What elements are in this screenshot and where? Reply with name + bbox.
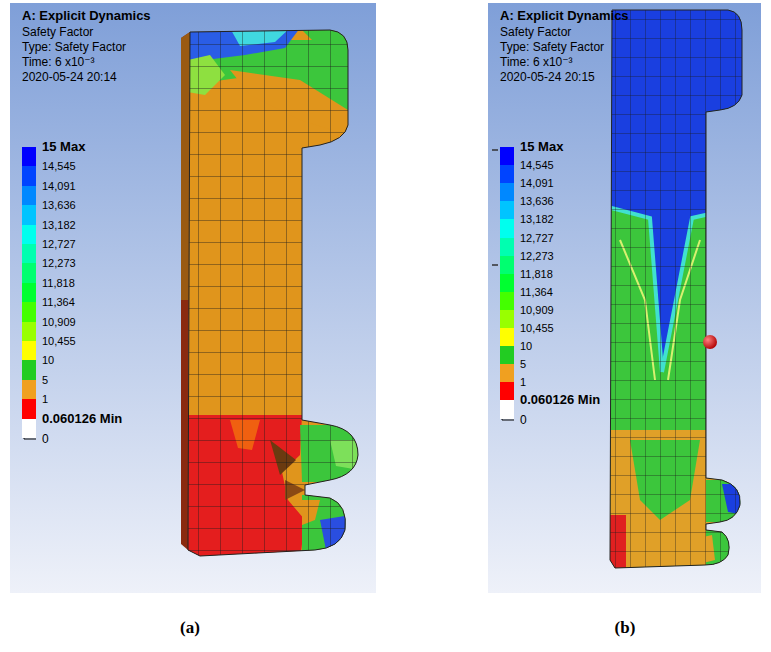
legend-swatch — [22, 147, 36, 167]
legend-value: 10,455 — [520, 320, 554, 336]
legend-swatch — [500, 183, 514, 202]
legend-value: 5 — [520, 356, 526, 372]
legend-swatch — [22, 341, 36, 361]
legend-value: 14,091 — [520, 175, 554, 191]
legend-value: 12,273 — [520, 248, 554, 264]
analysis-title: A: Explicit Dynamics — [22, 8, 151, 24]
legend-swatch — [500, 400, 514, 419]
legend-zero: 0 — [42, 431, 49, 447]
legend-value: 13,636 — [42, 197, 76, 213]
legend-value: 15 Max — [42, 139, 85, 155]
legend-value: 1 — [520, 374, 526, 390]
legend-swatch — [500, 292, 514, 311]
probe-marker — [703, 335, 717, 349]
part-outline — [610, 10, 742, 568]
legend-swatch — [500, 346, 514, 365]
legend-swatch — [22, 302, 36, 322]
legend-swatch — [22, 360, 36, 380]
legend-swatch — [500, 310, 514, 329]
legend-swatch — [500, 274, 514, 293]
legend-value: 10,455 — [42, 333, 76, 349]
legend-swatch — [500, 364, 514, 383]
header-line: Time: 6 x10⁻³ — [22, 54, 95, 70]
legend-swatch — [500, 328, 514, 347]
legend-value: 11,818 — [520, 266, 553, 282]
viewport-background — [10, 3, 376, 593]
part-b-contour — [600, 5, 750, 575]
legend-value: 11,364 — [42, 294, 75, 310]
legend-value: 13,636 — [520, 193, 554, 209]
header-line: 2020-05-24 20:14 — [22, 69, 117, 85]
legend-value: 0.060126 Min — [520, 392, 600, 408]
part-a-contour — [180, 25, 370, 565]
header-line: Safety Factor — [22, 24, 93, 40]
legend-value: 13,182 — [520, 211, 554, 227]
panel-caption: (b) — [615, 620, 636, 636]
legend-swatch — [500, 147, 514, 166]
legend-swatch — [22, 225, 36, 245]
legend-value: 10,909 — [520, 302, 554, 318]
legend-value: 11,364 — [520, 284, 553, 300]
legend-tick — [492, 150, 498, 265]
legend-swatch — [500, 382, 514, 401]
header-line: 2020-05-24 20:15 — [500, 69, 595, 85]
legend-swatch — [500, 219, 514, 238]
part-outline — [188, 30, 358, 556]
panel-caption: (a) — [180, 620, 200, 636]
header-line: Time: 6 x10⁻³ — [500, 54, 573, 70]
legend-value: 12,273 — [42, 255, 76, 271]
analysis-title: A: Explicit Dynamics — [500, 8, 629, 24]
legend-value: 12,727 — [520, 230, 554, 246]
legend-value: 14,545 — [42, 158, 76, 174]
header-line: Safety Factor — [500, 24, 571, 40]
legend-swatch — [22, 205, 36, 225]
legend-swatch — [500, 238, 514, 257]
legend-swatch — [500, 256, 514, 275]
legend-swatch — [22, 399, 36, 419]
legend-swatch — [500, 201, 514, 220]
legend-value: 10 — [42, 352, 54, 368]
legend-swatch — [22, 419, 36, 439]
legend-swatch — [22, 322, 36, 342]
legend-value: 14,091 — [42, 178, 76, 194]
viewport-background — [488, 3, 761, 593]
legend-value: 12,727 — [42, 236, 76, 252]
header-line: Type: Safety Factor — [500, 39, 604, 55]
header-line: Type: Safety Factor — [22, 39, 126, 55]
legend-swatch — [22, 263, 36, 283]
legend-value: 0.060126 Min — [42, 411, 122, 427]
legend-value: 11,818 — [42, 275, 75, 291]
legend-swatch — [22, 186, 36, 206]
legend-swatch — [500, 165, 514, 184]
legend-value: 5 — [42, 372, 48, 388]
legend-swatch — [22, 166, 36, 186]
legend-value: 14,545 — [520, 157, 554, 173]
legend-swatch — [22, 380, 36, 400]
legend-value: 10,909 — [42, 314, 76, 330]
legend-value: 1 — [42, 391, 48, 407]
legend-swatch — [22, 244, 36, 264]
legend-value: 13,182 — [42, 217, 76, 233]
legend-zero: 0 — [520, 412, 527, 428]
legend-value: 10 — [520, 338, 532, 354]
legend-swatch — [22, 283, 36, 303]
legend-value: 15 Max — [520, 139, 563, 155]
